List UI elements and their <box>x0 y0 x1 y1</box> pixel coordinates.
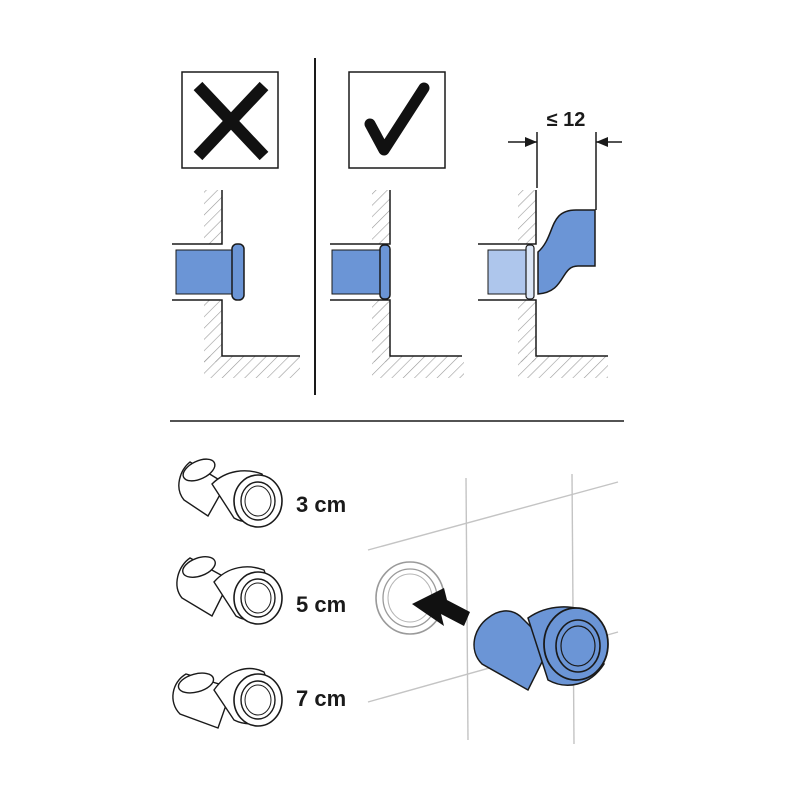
elbow-fitting-icon <box>178 458 283 528</box>
wall-section <box>172 190 300 378</box>
elbow-fitting-icon <box>176 556 283 625</box>
flush-pipe <box>331 244 391 300</box>
dimension-marker: ≤ 12 <box>508 109 622 210</box>
offset-label: 5 cm <box>296 592 346 617</box>
cross-mark-icon <box>181 71 279 169</box>
offset-elbow <box>537 209 596 295</box>
wall-pipe-ghost <box>487 244 535 300</box>
bottom-section: 3 cm 5 cm 7 cm <box>172 458 619 745</box>
dimension-label: ≤ 12 <box>547 109 586 131</box>
insert-arrow-icon <box>412 588 470 626</box>
top-section: ≤ 12 <box>172 58 622 395</box>
blue-offset-elbow <box>473 606 609 692</box>
wall-section <box>478 190 608 378</box>
offset-option: 7 cm <box>172 667 346 729</box>
offset-label: 3 cm <box>296 492 346 517</box>
panel-wrong <box>172 71 300 378</box>
elbow-fitting-icon <box>172 667 283 729</box>
panel-offset-elbow: ≤ 12 <box>478 109 622 378</box>
offset-label: 7 cm <box>296 686 346 711</box>
panel-right <box>330 71 464 378</box>
protruding-pipe <box>175 243 245 301</box>
offset-option: 3 cm <box>178 458 346 528</box>
offset-option: 5 cm <box>176 556 346 625</box>
check-mark-icon <box>348 71 446 169</box>
wall-section <box>330 190 464 378</box>
